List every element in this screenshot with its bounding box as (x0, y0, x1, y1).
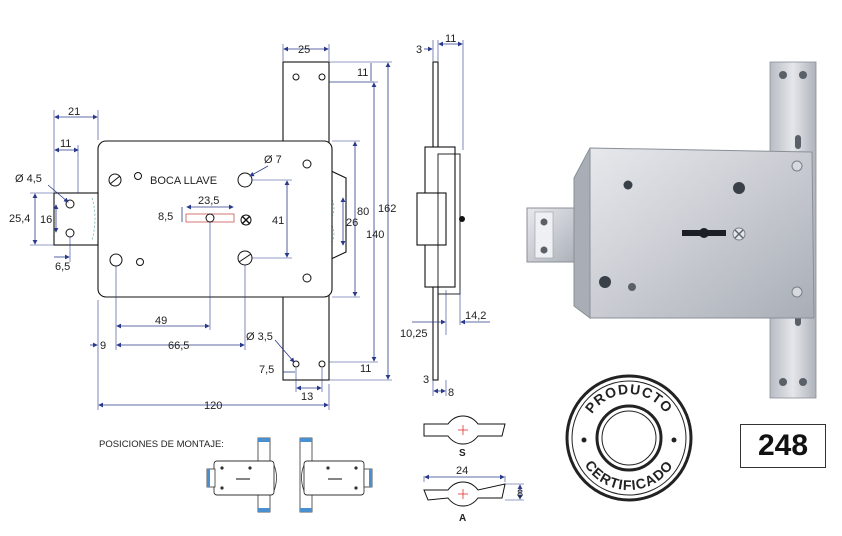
dim-11-left: 11 (60, 138, 71, 150)
dim-d4-5: Ø 4,5 (15, 173, 42, 185)
dim-9: 9 (100, 340, 106, 352)
dim-7-5: 7,5 (259, 364, 274, 376)
key-s-label: S (459, 448, 466, 459)
screw-icon (237, 250, 253, 266)
case-hole (302, 273, 312, 283)
dim-80: 80 (357, 206, 369, 218)
side-view: 11 3 10,25 14,2 3 8 (400, 33, 490, 399)
plate-hole (292, 73, 300, 81)
dim-d7: Ø 7 (264, 154, 282, 166)
dim-49: 49 (155, 315, 167, 327)
dim-16: 16 (40, 214, 52, 226)
case-hole (109, 253, 123, 267)
dim-25-4: 25,4 (9, 213, 30, 225)
dim-66-5: 66,5 (168, 340, 189, 352)
dim-162: 162 (378, 203, 396, 215)
case-hole (136, 258, 144, 266)
side-bracket (416, 192, 447, 246)
key-a: 24 8 A (423, 465, 524, 524)
dim-side-8: 8 (448, 387, 454, 399)
dim-8-5: 8,5 (158, 211, 173, 223)
dim-11-top: 11 (357, 67, 368, 79)
case-hole (302, 159, 312, 169)
model-number-badge: 248 (740, 424, 826, 468)
dim-41: 41 (272, 215, 284, 227)
left-bracket (53, 192, 99, 246)
dim-side-3-bottom: 3 (423, 374, 429, 386)
dim-23-5: 23,5 (198, 195, 219, 207)
cylinder-screw-icon (240, 214, 252, 226)
key-a-label: A (459, 513, 466, 524)
dim-26: 26 (346, 217, 358, 229)
front-view: 21 11 Ø 4,5 25,4 16 6,5 BOCA LLAVE 23, (9, 44, 396, 412)
dim-side-11: 11 (445, 33, 456, 45)
key-s: S (423, 415, 506, 459)
case-hole (134, 172, 142, 180)
dim-11-bottom: 11 (360, 363, 371, 375)
screw-icon (108, 173, 122, 187)
dim-25-top: 25 (298, 44, 310, 56)
certified-stamp: PRODUCTO CERTIFICADO (565, 374, 693, 502)
label-boca-llave: BOCA LLAVE (150, 175, 217, 187)
dim-140: 140 (366, 229, 384, 241)
model-number: 248 (757, 429, 809, 462)
key-a-dim-8: 8 (517, 488, 523, 500)
key-a-dim-24: 24 (456, 465, 468, 477)
mounting-position-left (206, 437, 277, 513)
dim-120: 120 (204, 400, 222, 412)
dim-side-3-top: 3 (416, 44, 422, 56)
dim-d3-5: Ø 3,5 (246, 331, 273, 343)
dim-10-25: 10,25 (400, 328, 428, 340)
mounting-position-right (299, 437, 373, 513)
mounting-label: POSICIONES DE MONTAJE: (99, 439, 224, 450)
plate-hole (318, 73, 326, 81)
dim-14-2: 14,2 (465, 310, 486, 322)
product-photo (526, 61, 817, 399)
dim-6-5: 6,5 (55, 261, 70, 273)
case-hole-7 (237, 172, 253, 188)
dim-21: 21 (68, 106, 80, 118)
dim-13: 13 (301, 391, 313, 403)
plate-hole (318, 360, 326, 368)
